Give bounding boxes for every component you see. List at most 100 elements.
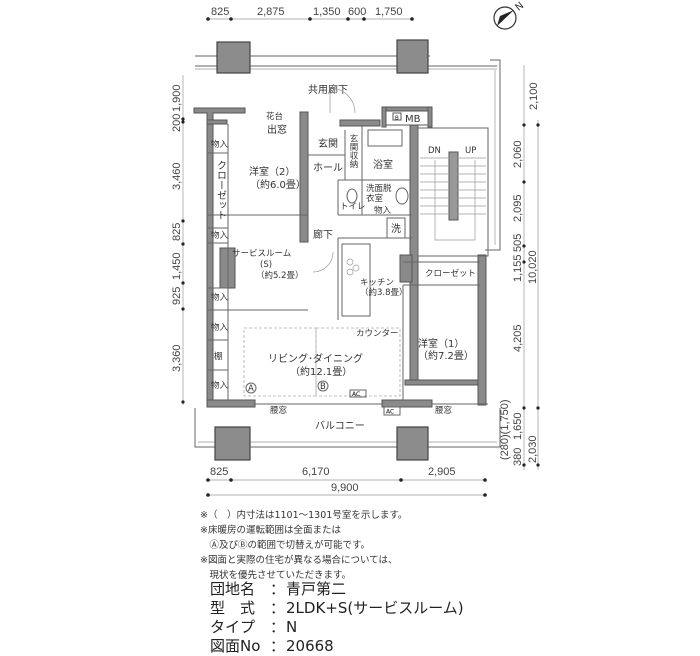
- dim-right-balcony: 2,030: [527, 435, 539, 463]
- mb-label: MB: [405, 114, 421, 125]
- note-line: ※図面と実際の住宅が異なる場合については、: [200, 555, 398, 566]
- right-dimensions: 2,100 2,060 2,095 1,155 505 4,205 (280)(…: [499, 65, 540, 470]
- hallway-label: 廊下: [313, 228, 333, 241]
- living-dining-size: （約12.1畳）: [290, 365, 352, 378]
- waist-window-label: 腰窓: [435, 405, 453, 416]
- dim-bottom-1: 825: [210, 466, 228, 478]
- compass-label: N: [513, 0, 526, 13]
- stair-down-label: DN: [428, 146, 441, 156]
- pillar: [216, 41, 251, 74]
- note-line: 現状を優先させていただきます。: [200, 570, 352, 581]
- kind-label: タイプ: [210, 618, 256, 636]
- service-room-label: サービスルーム: [232, 249, 291, 259]
- drawing-value: 20668: [286, 637, 334, 655]
- complex-name-label: 団地名: [210, 580, 256, 598]
- dim-left-1: 1,900: [171, 84, 183, 112]
- note-line: Ⓐ及びⒷの範囲で切替えが可能です。: [200, 540, 371, 551]
- dim-right-9: 380: [512, 448, 524, 466]
- hall-label: ホール: [313, 162, 343, 174]
- closet-vertical-label: クローゼット: [215, 160, 227, 220]
- ac-unit-icon: [383, 406, 401, 416]
- complex-name-value: 青戸第二: [286, 580, 347, 598]
- storage-label: 物入: [211, 380, 229, 391]
- washer-label: 洗: [391, 223, 401, 235]
- pillar: [396, 39, 429, 74]
- dim-right-6: 4,205: [512, 324, 524, 352]
- drawing-row: 図面No ：20668: [210, 637, 464, 656]
- balcony-label: バルコニー: [315, 420, 365, 432]
- stair-up-label: UP: [465, 146, 476, 156]
- dim-left-7: 3,360: [171, 344, 183, 372]
- flower-stand-label: 花台: [266, 111, 283, 122]
- drawing-label: 図面No: [210, 637, 261, 655]
- mb-meter-icon: [392, 112, 402, 121]
- ac-unit-icon: [349, 389, 367, 398]
- living-dining-label: リビング･ダイニング: [268, 352, 363, 365]
- dim-top-2: 2,875: [257, 6, 285, 18]
- zone-b-label: B: [320, 382, 326, 392]
- entrance-label: 玄関: [318, 137, 338, 150]
- common-corridor-label: 共用廊下: [308, 83, 348, 96]
- dim-right-4: 1,155: [512, 254, 524, 282]
- closet-label: クローゼット: [425, 268, 476, 279]
- dim-left-2: 200: [171, 114, 183, 132]
- bay-window-label: 出窓: [267, 123, 287, 136]
- dim-left-6: 925: [171, 287, 183, 305]
- ac-label: AC: [386, 409, 394, 416]
- dim-bottom-2: 6,170: [302, 466, 330, 478]
- pillar: [396, 426, 429, 461]
- bottom-dimensions: 825 6,170 2,905 9,900: [206, 466, 487, 497]
- western-room-2-size: （約6.0畳）: [250, 178, 306, 191]
- kind-row: タイプ ：N: [210, 618, 464, 637]
- storage-label: 物入: [211, 230, 229, 241]
- complex-name-row: 団地名 ：青戸第二: [210, 580, 464, 599]
- dim-right-7: (280)(1,750): [499, 399, 511, 460]
- type-value: 2LDK+S(サービスルーム): [286, 599, 464, 617]
- dim-right-2: 2,060: [512, 140, 524, 168]
- service-room-size: （約5.2畳）: [256, 270, 304, 281]
- service-room-s-label: (S): [260, 260, 272, 270]
- dim-left-5: 1,450: [171, 252, 183, 280]
- dim-left-4: 825: [171, 223, 183, 241]
- storage-label: 物入: [211, 322, 229, 333]
- dim-top-1: 825: [211, 6, 229, 18]
- pillar: [214, 426, 251, 461]
- washroom-label: 洗面脱衣室: [366, 184, 392, 204]
- storage-label: 物入: [211, 292, 229, 303]
- counter-label: カウンター: [356, 329, 399, 339]
- note-line: ※床暖房の運転範囲は全面または: [200, 525, 341, 536]
- separator: ：: [270, 618, 286, 636]
- separator: ：: [270, 599, 286, 617]
- mb-meter-label: B: [395, 116, 399, 122]
- kind-value: N: [286, 618, 298, 636]
- dim-top-4: 600: [348, 6, 366, 18]
- dim-left-3: 3,460: [171, 162, 183, 190]
- storage-label: 物入: [211, 139, 229, 150]
- dim-bottom-3: 2,905: [428, 466, 456, 478]
- western-room-1-label: 洋室（1）: [418, 337, 464, 350]
- dim-top-3: 1,350: [313, 6, 341, 18]
- kitchen-label: キッチン: [360, 278, 394, 288]
- separator: ：: [270, 637, 286, 655]
- entrance-storage-label: 玄関収納: [348, 133, 358, 169]
- dim-top-5: 1,750: [375, 6, 403, 18]
- washroom-storage-label: 物入: [374, 205, 392, 216]
- shelf-label: 棚: [214, 351, 223, 362]
- dim-right-5: 505: [512, 234, 524, 252]
- western-room-1-size: （約7.2畳）: [418, 349, 474, 362]
- type-label: 型 式: [210, 599, 256, 617]
- dim-bottom-total: 9,900: [331, 482, 359, 494]
- dim-right-total: 10,020: [527, 250, 539, 284]
- waist-window-label: 腰窓: [270, 405, 288, 416]
- note-line: ※（ ）内寸法は1101〜1301号室を示します。: [200, 510, 408, 521]
- north-compass-icon: N: [493, 0, 526, 30]
- dim-right-3: 2,095: [512, 194, 524, 222]
- toilet-label: トイレ: [340, 202, 366, 212]
- type-row: 型 式 ：2LDK+S(サービスルーム): [210, 599, 464, 618]
- kitchen-size: （約3.8畳）: [360, 287, 408, 298]
- top-dimensions: 825 2,875 1,350 600 1,750: [206, 6, 414, 21]
- separator: ：: [270, 580, 286, 598]
- bathroom-label: 浴室: [373, 158, 393, 171]
- left-dimensions: 1,900 200 3,460 825 1,450 925 3,360: [171, 75, 185, 405]
- western-room-2-label: 洋室（2）: [249, 165, 295, 178]
